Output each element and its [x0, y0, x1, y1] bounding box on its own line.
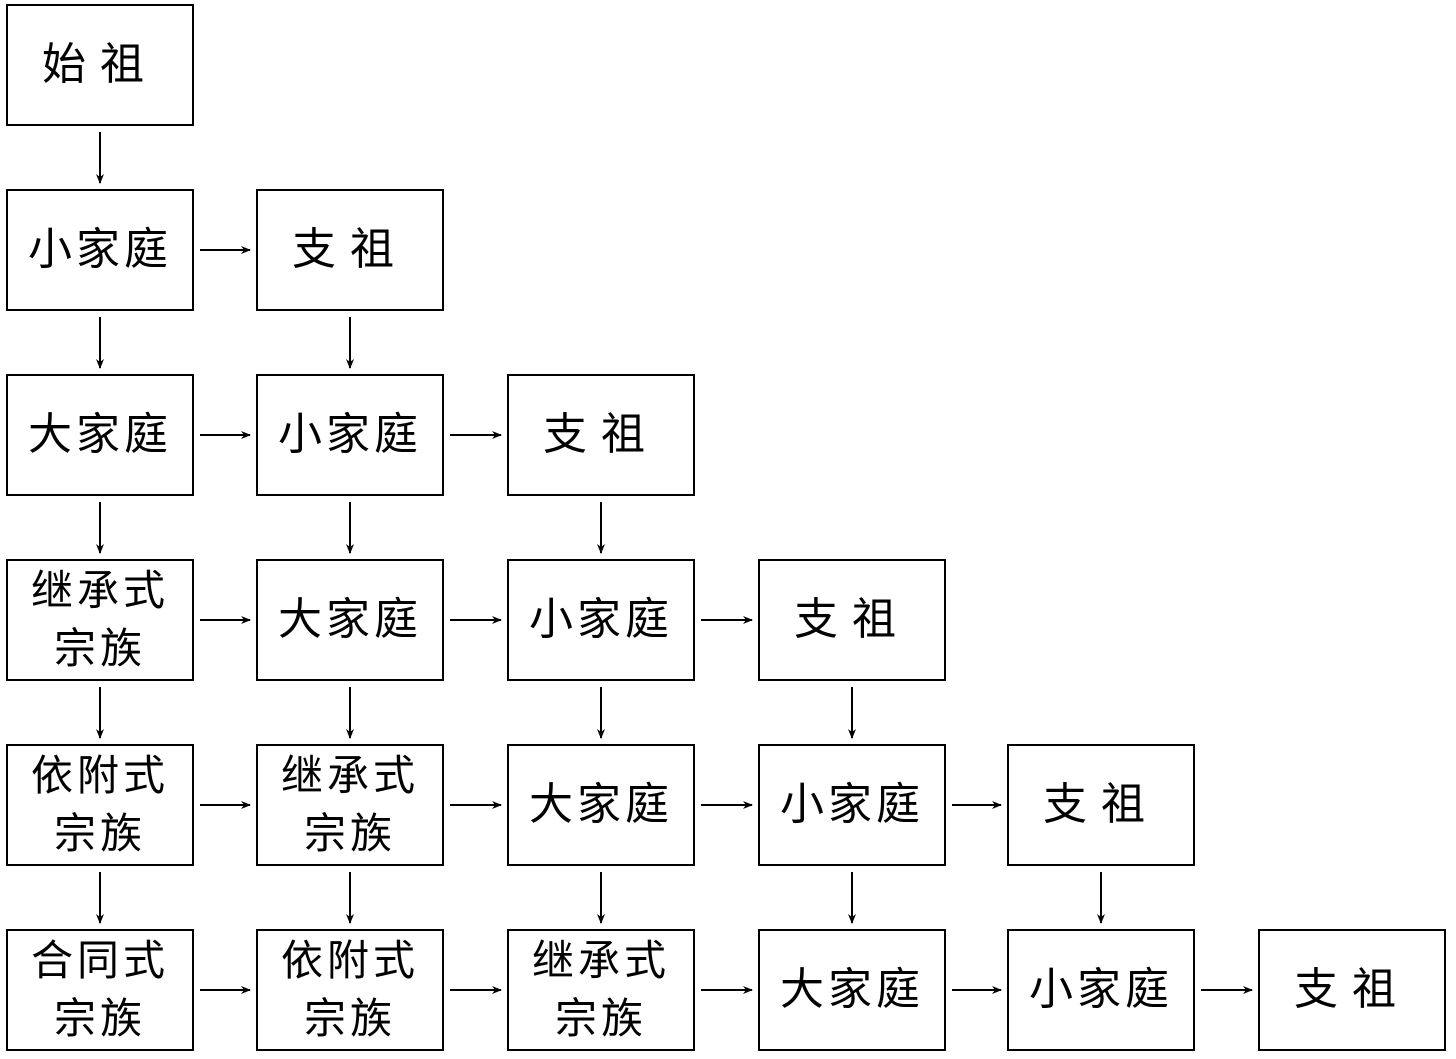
node-label-line: 小家庭 [529, 594, 673, 645]
node-label-line: 支祖 [794, 594, 910, 645]
node-r2-c1: 小家庭 [256, 374, 444, 496]
node-label-line: 支祖 [543, 409, 659, 460]
node-r3-c1: 大家庭 [256, 559, 444, 681]
node-label-line: 支祖 [1294, 964, 1410, 1015]
node-r3-c2: 小家庭 [507, 559, 695, 681]
node-r4-c0: 依附式宗族 [6, 744, 194, 866]
node-label-line: 大家庭 [278, 594, 422, 645]
node-label-line: 始祖 [42, 39, 158, 90]
node-label-line: 宗族 [303, 994, 396, 1043]
node-r0-c0: 始祖 [6, 4, 194, 126]
node-label-line: 大家庭 [780, 964, 924, 1015]
node-r5-c2: 继承式宗族 [507, 929, 695, 1051]
node-label-line: 宗族 [53, 624, 146, 673]
node-r1-c1: 支祖 [256, 189, 444, 311]
node-r5-c5: 支祖 [1258, 929, 1446, 1051]
node-r5-c0: 合同式宗族 [6, 929, 194, 1051]
node-label-line: 支祖 [292, 224, 408, 275]
node-label-line: 小家庭 [278, 409, 422, 460]
node-label-line: 支祖 [1043, 779, 1159, 830]
node-label-line: 继承式 [280, 751, 419, 800]
node-r4-c1: 继承式宗族 [256, 744, 444, 866]
node-label-line: 合同式 [30, 936, 169, 985]
node-label-line: 依附式 [30, 751, 169, 800]
node-r5-c3: 大家庭 [758, 929, 946, 1051]
node-r4-c3: 小家庭 [758, 744, 946, 866]
node-label-line: 继承式 [30, 566, 169, 615]
node-label-line: 宗族 [554, 994, 647, 1043]
node-label-line: 依附式 [280, 936, 419, 985]
node-label-line: 宗族 [303, 809, 396, 858]
node-r5-c4: 小家庭 [1007, 929, 1195, 1051]
node-r2-c2: 支祖 [507, 374, 695, 496]
node-r4-c4: 支祖 [1007, 744, 1195, 866]
node-r1-c0: 小家庭 [6, 189, 194, 311]
node-label-line: 小家庭 [1029, 964, 1173, 1015]
node-r5-c1: 依附式宗族 [256, 929, 444, 1051]
node-r4-c2: 大家庭 [507, 744, 695, 866]
node-label-line: 宗族 [53, 994, 146, 1043]
node-label-line: 大家庭 [28, 409, 172, 460]
node-label-line: 小家庭 [28, 224, 172, 275]
node-r2-c0: 大家庭 [6, 374, 194, 496]
node-r3-c3: 支祖 [758, 559, 946, 681]
node-label-line: 大家庭 [529, 779, 673, 830]
node-label-line: 继承式 [531, 936, 670, 985]
node-label-line: 小家庭 [780, 779, 924, 830]
node-label-line: 宗族 [53, 809, 146, 858]
node-r3-c0: 继承式宗族 [6, 559, 194, 681]
